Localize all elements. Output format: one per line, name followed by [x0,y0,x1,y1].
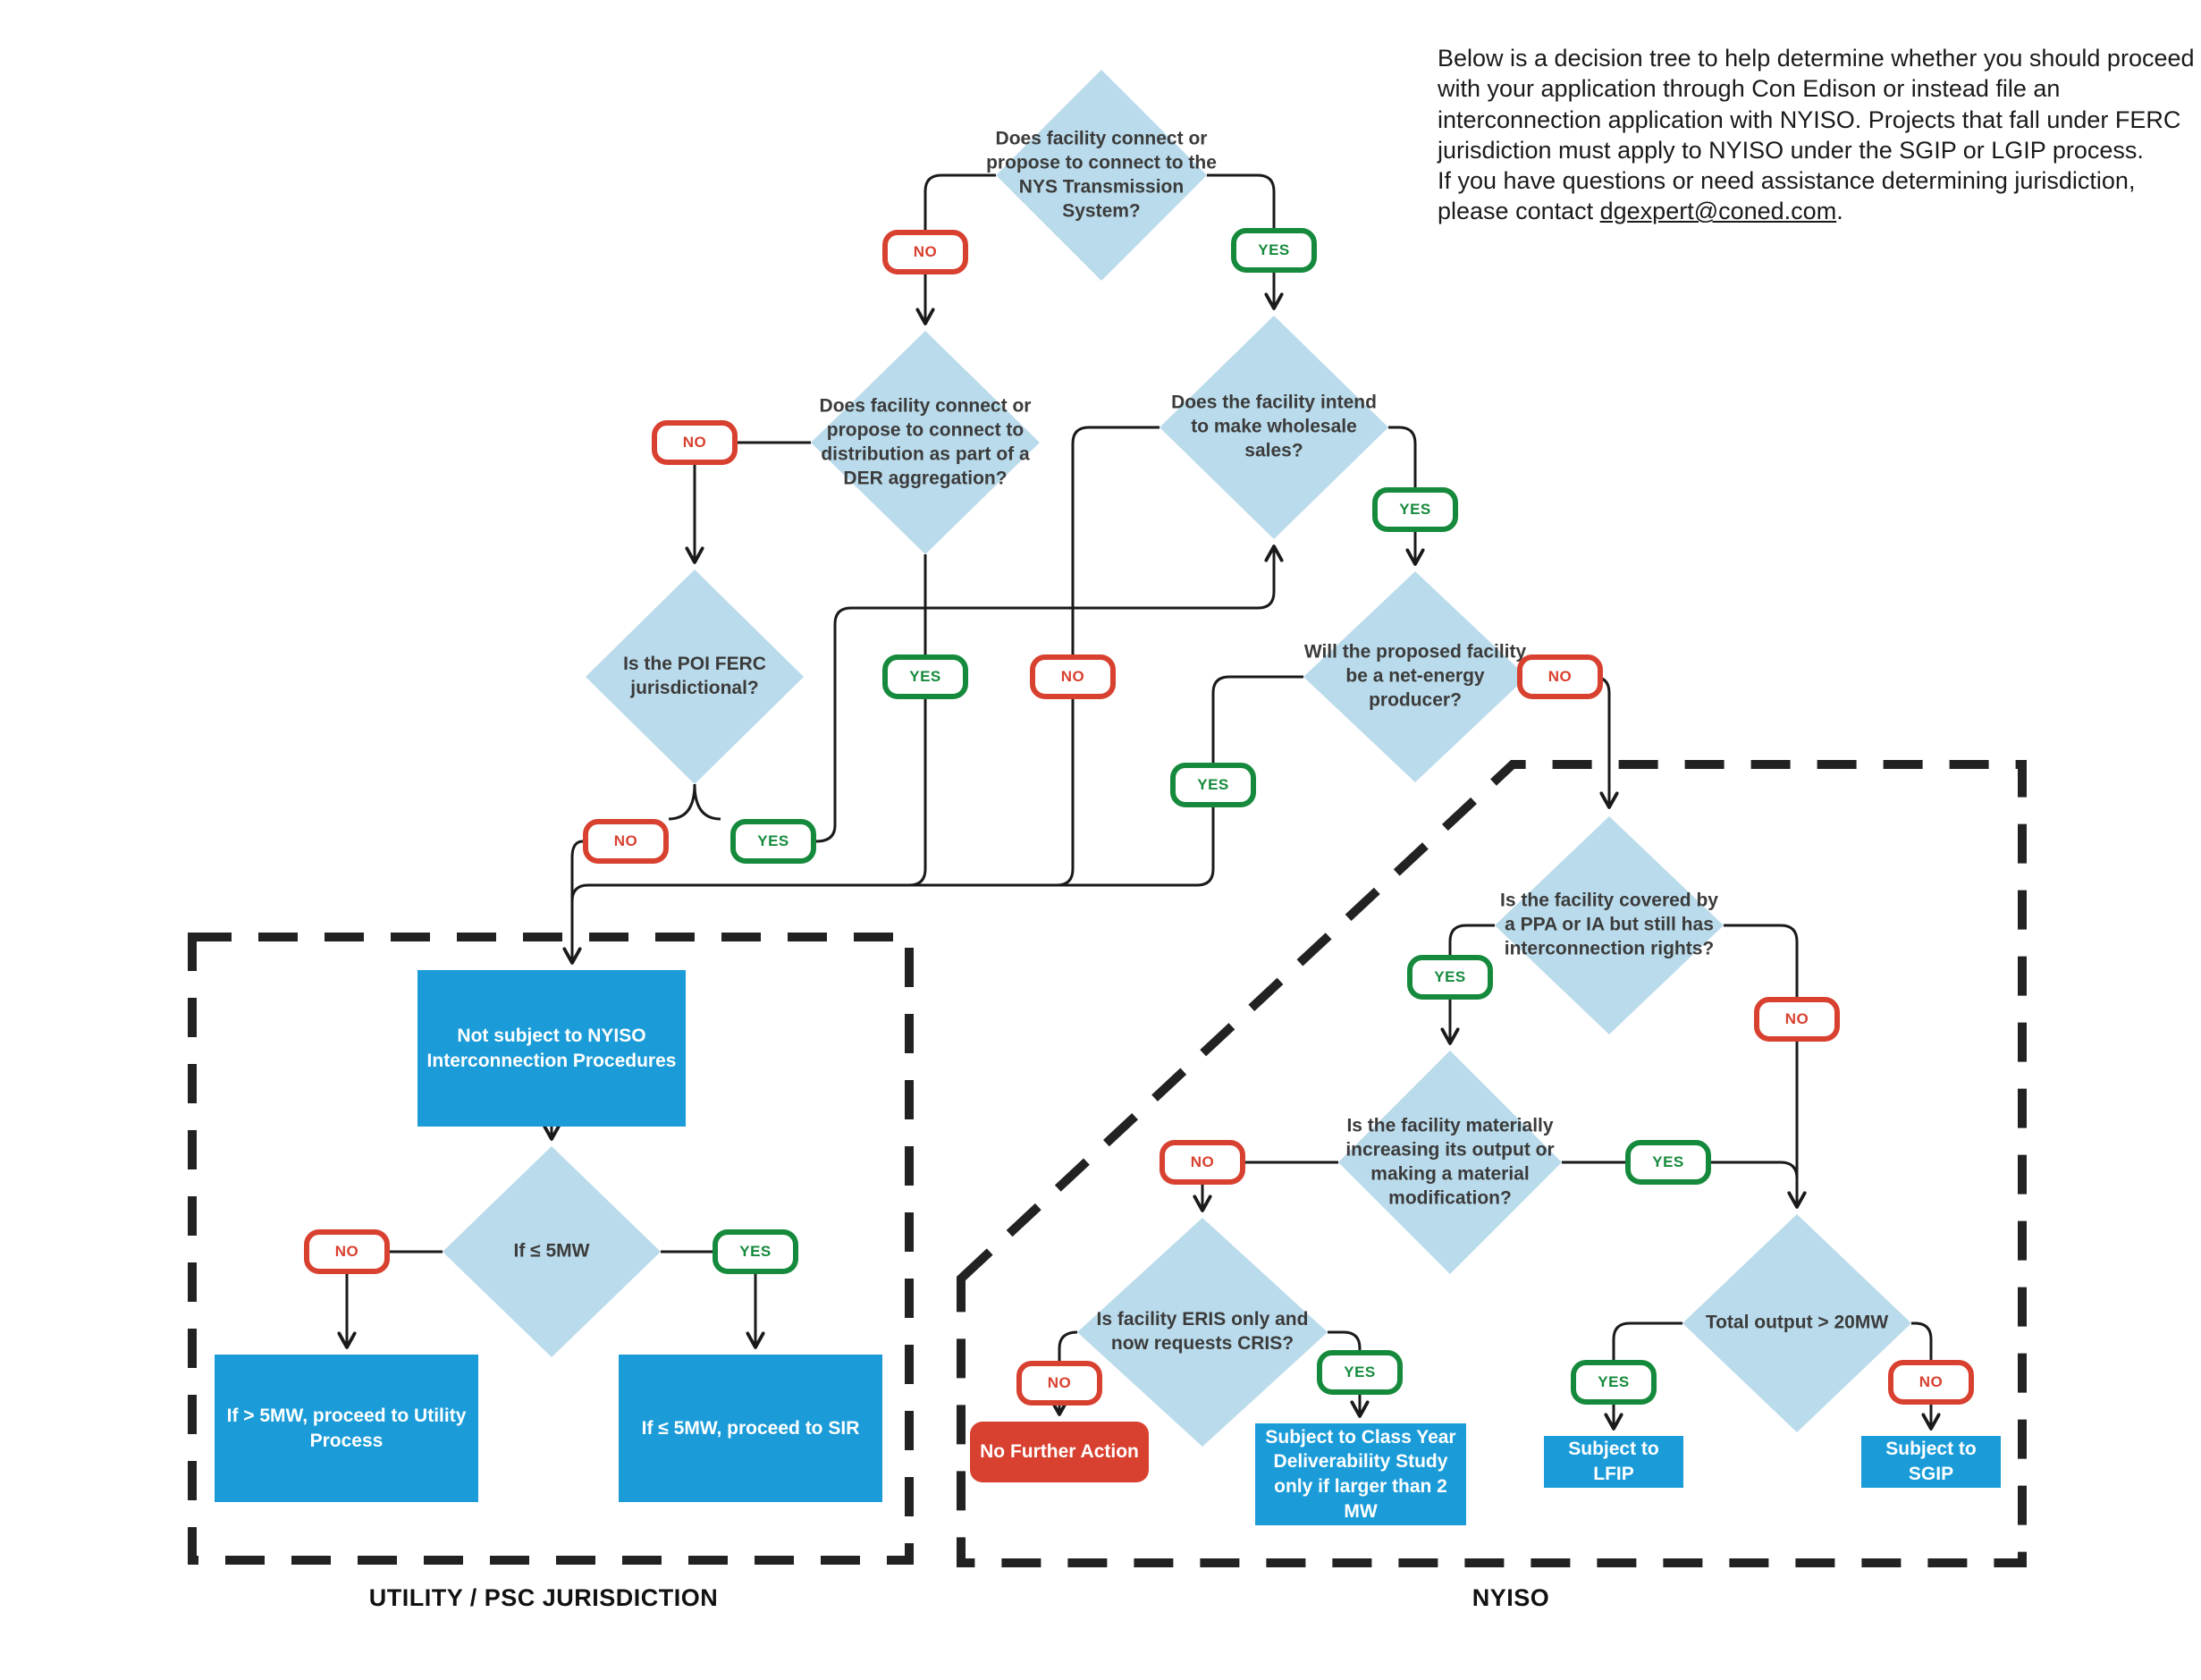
outcome-class-year-study: Subject to Class Year Deliverability Stu… [1255,1423,1466,1525]
label-j-yes: YES [1407,955,1493,1000]
label-a-no: NO [882,230,968,274]
edge-l-yes [1328,1330,1360,1416]
label-a-yes: YES [1231,228,1317,273]
edge-d-fork-no [668,783,696,821]
decision-j-text: Is the facility covered by a PPA or IA b… [1500,890,1718,959]
decision-a-shape [996,70,1207,281]
decision-a-text: Does facility connect or propose to conn… [986,128,1217,221]
edge-j-no [1724,924,1797,1207]
decision-l-shape [1077,1218,1328,1447]
edge-k-yes [1562,1161,1799,1179]
intro-paragraph: Below is a decision tree to help determi… [1438,43,2199,227]
label-o-no: NO [1888,1360,1974,1405]
label-d-yes: YES [730,819,816,864]
decision-o-shape [1682,1214,1911,1432]
label-j-no: NO [1754,997,1840,1042]
edge-a-yes [1207,173,1274,308]
intro-text-3: . [1836,198,1843,225]
outcome-not-subject-nyiso: Not subject to NYISO Interconnection Pro… [417,970,686,1127]
label-k-yes: YES [1625,1140,1711,1185]
intro-text-2: If you have questions or need assistance… [1438,167,2136,225]
decision-o-text: Total output > 20MW [1705,1312,1889,1333]
edge-o-no [1911,1321,1931,1429]
decision-b-shape [811,331,1040,554]
label-l-yes: YES [1317,1350,1403,1395]
intro-text-1: Below is a decision tree to help determi… [1438,45,2195,164]
decision-g-text: If ≤ 5MW [513,1240,590,1262]
edge-a-no [925,173,996,324]
decision-e-shape [1303,571,1527,782]
label-e-yes: YES [1170,763,1256,807]
outcome-subject-to-sgip: Subject to SGIP [1861,1436,2001,1488]
label-d-no: NO [583,819,669,864]
decision-g-shape [443,1146,661,1357]
decision-j-shape [1495,816,1724,1034]
edge-e-yes-bus [570,675,1303,902]
decision-c-text: Does the facility intend to make wholesa… [1171,392,1377,461]
label-l-no: NO [1016,1361,1102,1406]
nyiso-region-border [957,760,2027,1567]
edge-b-yes [908,554,927,887]
decision-l-text: Is facility ERIS only and now requests C… [1096,1309,1309,1354]
decision-c-shape [1160,316,1388,539]
edge-l-no [1059,1330,1078,1414]
label-c-yes: YES [1372,487,1458,532]
utility-region-border [188,933,914,1565]
outcome-utility-process: If > 5MW, proceed to Utility Process [215,1355,478,1502]
decision-d-text: Is the POI FERC jurisdictional? [623,654,766,698]
label-o-yes: YES [1571,1360,1657,1405]
edge-j-yes [1450,924,1495,1043]
label-k-no: NO [1160,1140,1245,1185]
label-e-no: NO [1517,654,1603,699]
edge-c-no [1056,426,1160,887]
nyiso-region-caption: NYISO [1472,1584,1550,1611]
outcome-subject-to-lfip: Subject to LFIP [1544,1436,1683,1488]
decision-diamonds [443,70,1911,1447]
edge-d-yes [815,546,1274,843]
edge-c-yes [1388,426,1415,564]
label-b-no: NO [652,420,738,465]
outcome-proceed-to-sir: If ≤ 5MW, proceed to SIR [619,1355,882,1502]
outcome-no-further-action: No Further Action [970,1422,1149,1482]
contact-email-link[interactable]: dgexpert@coned.com [1599,198,1837,225]
edge-d-fork-yes [693,783,721,821]
utility-region-caption: UTILITY / PSC JURISDICTION [368,1584,719,1611]
label-g-no: NO [304,1229,390,1274]
label-g-yes: YES [713,1229,798,1274]
decision-b-text: Does facility connect or propose to conn… [819,395,1032,488]
label-c-no: NO [1030,654,1116,699]
decision-e-text: Will the proposed facility be a net-ener… [1303,641,1527,711]
decision-k-text: Is the facility materially increasing it… [1345,1115,1555,1208]
edge-o-yes [1614,1321,1682,1429]
decision-d-shape [586,570,804,784]
decision-k-shape [1338,1051,1562,1274]
label-b-yes: YES [882,654,968,699]
edge-d-no [572,840,584,963]
